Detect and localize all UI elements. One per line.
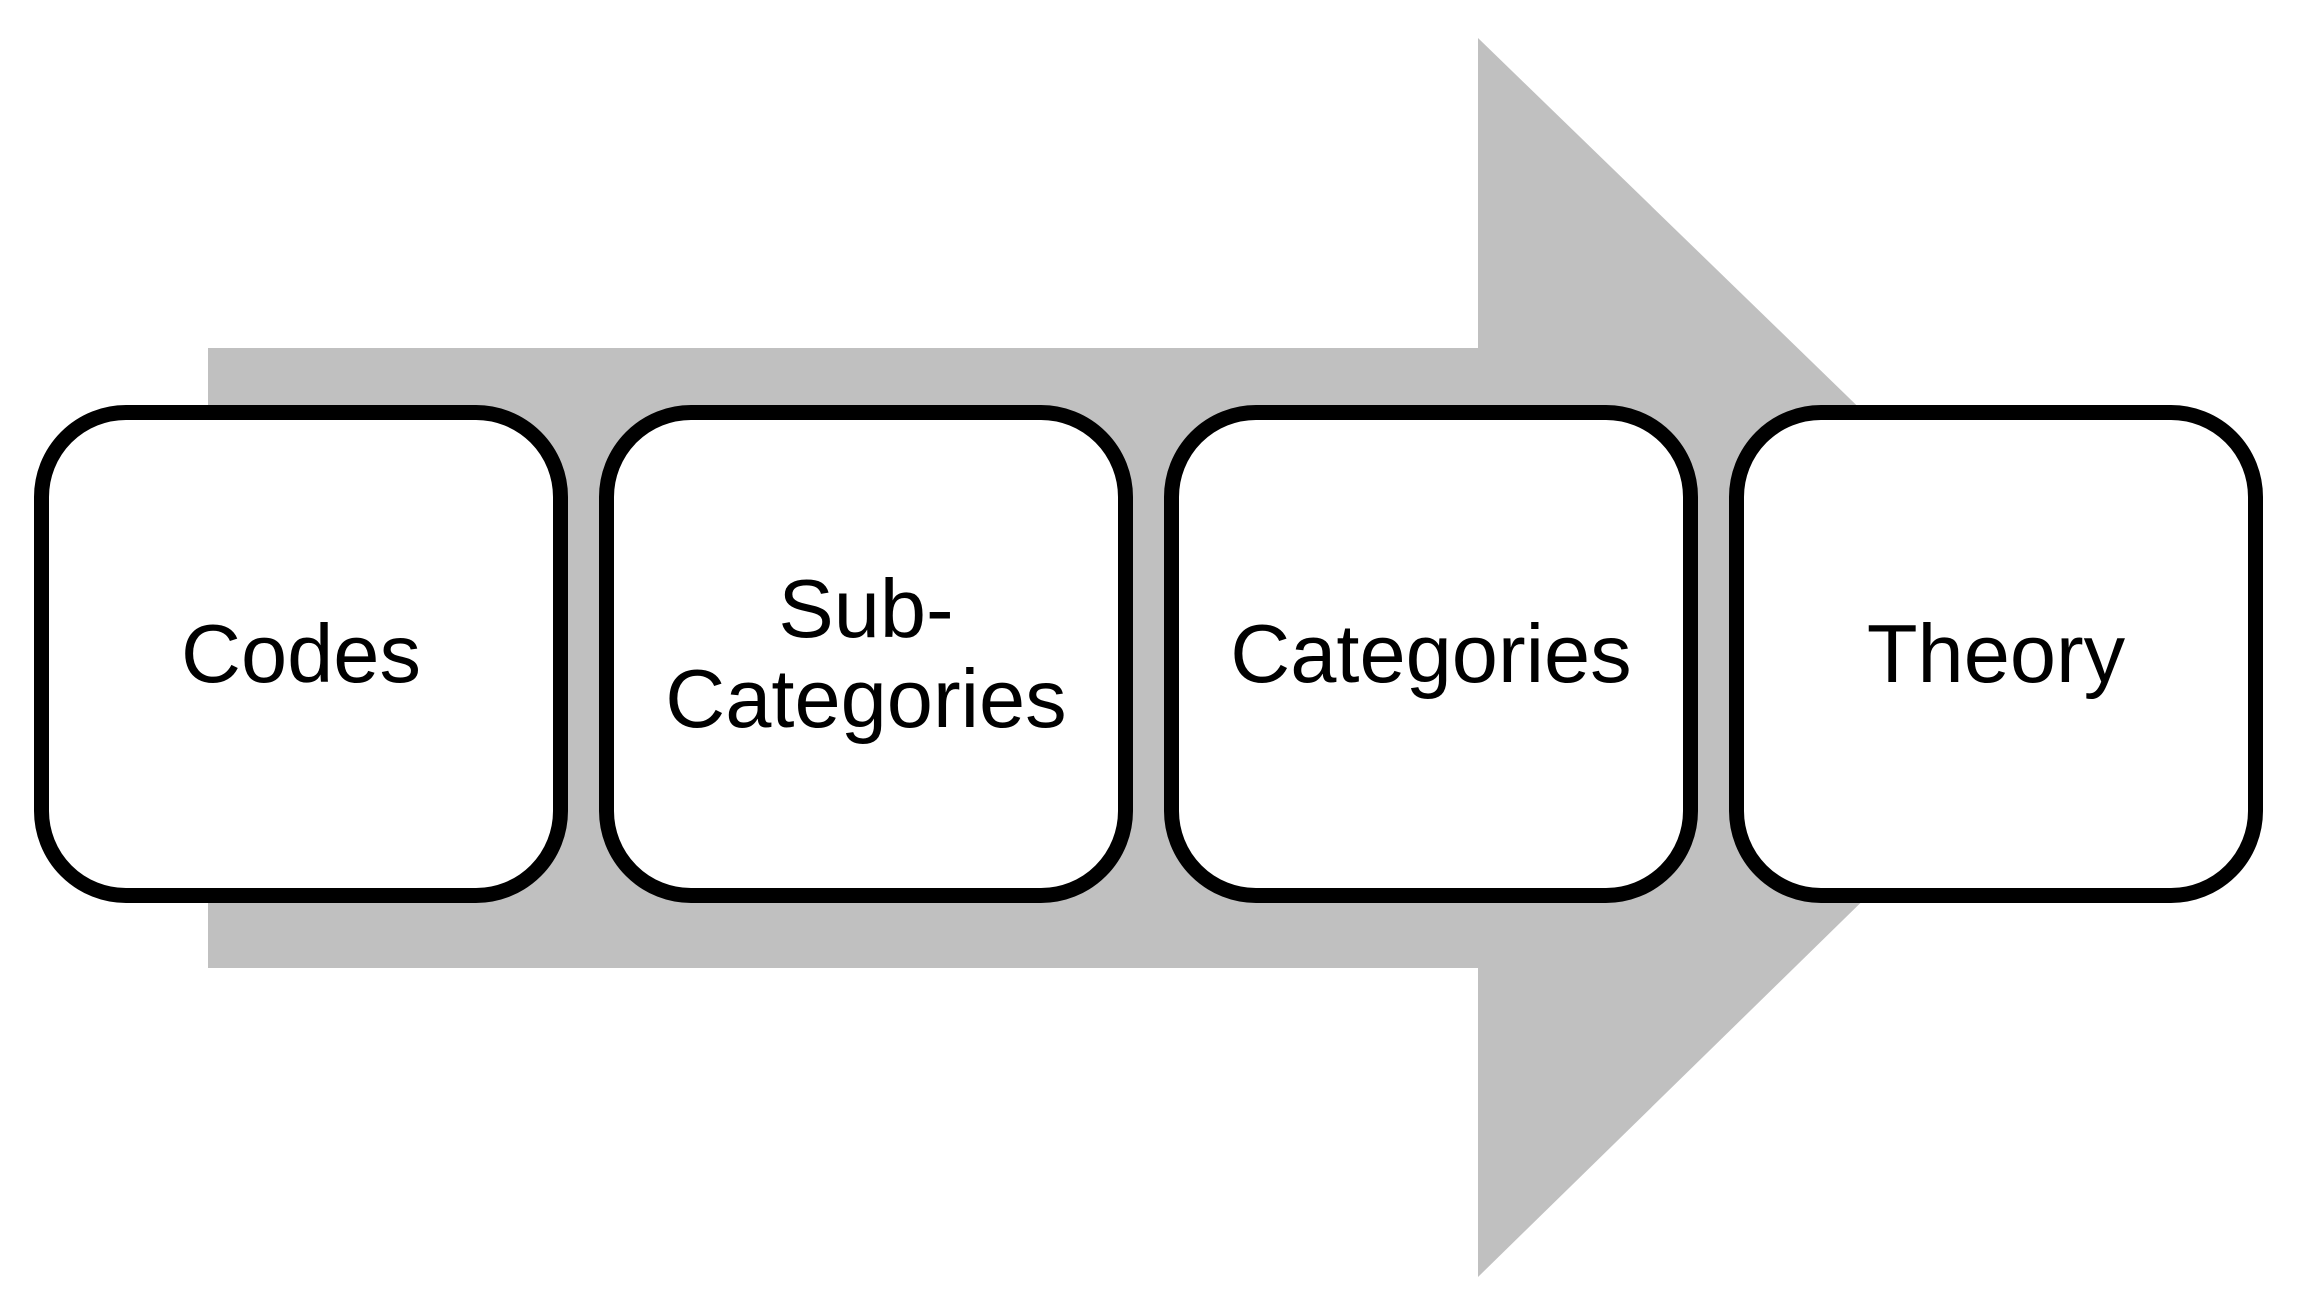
step-label-theory: Theory bbox=[1866, 606, 2126, 700]
step-label-codes: Codes bbox=[181, 606, 421, 700]
arrow-shape bbox=[208, 38, 2114, 1277]
step-box-sub-categories: Sub- Categories bbox=[599, 405, 1133, 903]
step-box-categories: Categories bbox=[1164, 405, 1698, 903]
step-label-sub-categories: Sub- Categories bbox=[665, 561, 1067, 745]
step-box-codes: Codes bbox=[34, 405, 568, 903]
step-box-theory: Theory bbox=[1729, 405, 2263, 903]
step-label-categories: Categories bbox=[1230, 606, 1632, 700]
